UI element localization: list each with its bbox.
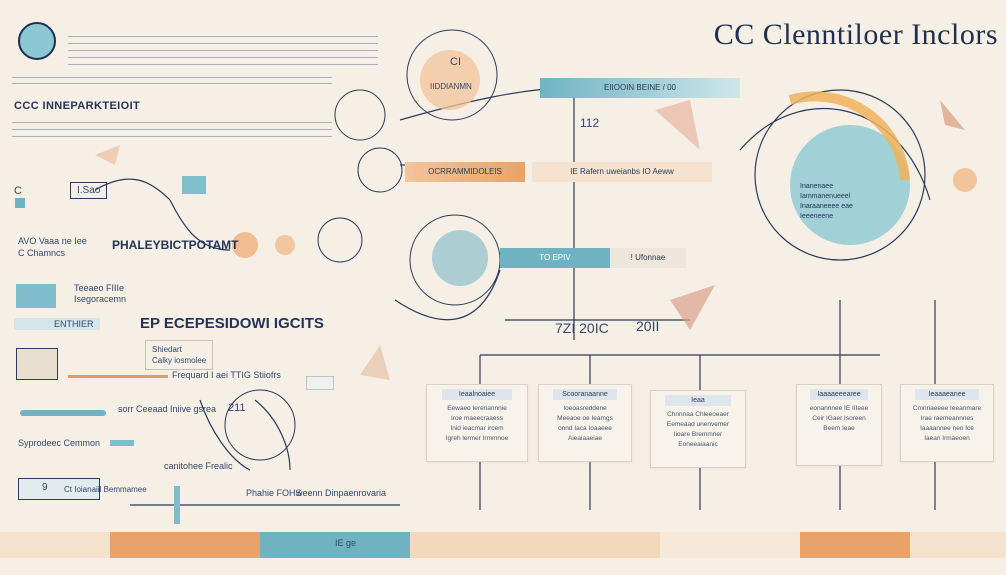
heading-text-block: [12, 116, 332, 140]
circle-left-mid: [317, 217, 363, 263]
label-phaley: PHALEYBICTPOTAMT: [112, 238, 239, 252]
intro-text-block-2: [12, 72, 332, 84]
timeline-seg-4: [410, 532, 660, 558]
bar-mid-left: OCRRAMMIDOLEIS: [405, 162, 525, 182]
timeline-seg-7: [910, 532, 1006, 558]
card-3-head: Ieaa: [665, 395, 731, 406]
globe-fill: [790, 125, 910, 245]
bubble-top-label: CI: [450, 56, 461, 68]
shape-triangle-2: [670, 285, 715, 330]
globe-orange-arc: [788, 91, 910, 181]
card-3: Ieaa Chnnnaa Chleeoeaer Eemeaad unenveme…: [650, 390, 746, 468]
card-5: Ieaaaeanee Cmnriaeeee Ieeanmare Irae rae…: [900, 384, 994, 462]
shape-triangle-4: [360, 345, 390, 380]
card-1-head: Ieaalnoaiee: [442, 389, 512, 400]
curve-left-1: [94, 178, 171, 201]
blob-right: [953, 168, 977, 192]
globe-text: Inanenaee Iammanenueeel Inaraaneeee eae …: [800, 183, 853, 220]
bubble-top-sub: IIDDIANMN: [430, 82, 472, 91]
card-5-body: Cmnriaeeee Ieeanmare Irae raemeannnes Ia…: [912, 405, 982, 442]
bar-mid-right: IE Rafern uweianbs IO Aeww: [532, 162, 712, 182]
shape-triangle-3: [940, 100, 965, 130]
shape-triangle-5: [95, 145, 120, 165]
card-2-head: Scooranaanne: [552, 389, 618, 400]
label-contohee: canitohee Frealic: [164, 461, 233, 471]
label-entitler: ENTHIER: [14, 318, 100, 330]
card-4-head: Iaaaaeeearee: [809, 389, 869, 400]
card-1: Ieaalnoaiee Eewaeo Iereriannnie Iroe mae…: [426, 384, 528, 462]
timeline-seg-1: [0, 532, 110, 558]
arrow-orange: [68, 375, 168, 378]
label-ct: Ct Ioianaiil Bemmamee: [64, 485, 147, 494]
arrow-teal: [20, 410, 106, 416]
bar-low-left: TO EPIV: [500, 248, 610, 268]
card-4: Iaaaaeeearee eonannnee IE IIIeee Ceir IG…: [796, 384, 882, 466]
timeline-seg-6: [800, 532, 910, 558]
logo-icon: [18, 22, 56, 60]
curve-low: [394, 269, 501, 321]
label-chance: C Chamncs: [18, 248, 66, 258]
bar-low-right: ! Ufonnae: [610, 248, 686, 268]
curve-left-2: [169, 199, 231, 251]
left-heading: CCC INNEPARKTEIOIT: [14, 100, 141, 112]
card-4-body: eonannnee IE IIIeee Ceir IGaer Isoreen B…: [809, 405, 869, 432]
curve-left-4: [254, 399, 291, 471]
card-2: Scooranaanne Ioeoasreddene Meeaoe oe Iea…: [538, 384, 632, 462]
timeline-label-b: 20II: [636, 318, 660, 334]
doc-tile: [16, 348, 58, 380]
teal-tag: [182, 176, 206, 194]
label-c: C: [14, 185, 22, 197]
card-1-body: Eewaeo Iereriannnie Iroe maeecraaess Ini…: [445, 405, 509, 442]
label-wenn: weenn Dinpaenrovaria: [296, 488, 387, 498]
curve-globe: [739, 107, 931, 201]
label-112: 112: [580, 116, 600, 130]
timeline-label: 7ZI 20IC: [555, 320, 609, 336]
timeline-seg-2: [110, 532, 260, 558]
teal-box-1: [15, 198, 25, 208]
label-ep: EP ECEPESIDOWI IGCITS: [140, 315, 324, 332]
card-3-body: Chnnnaa Chleeoeaer Eemeaad unenvemer Iio…: [666, 411, 730, 448]
label-frequard: Frequard I aei TTIG Stiiofrs: [172, 370, 281, 380]
blob-top: [420, 50, 480, 110]
teal-slider: [110, 440, 134, 446]
box-9: [18, 478, 100, 500]
globe-ring: [754, 89, 926, 261]
blob-phaley: [232, 232, 258, 258]
intro-text-block: [68, 30, 378, 70]
shape-triangle-1: [655, 100, 700, 150]
label-shiedart: Shiedart Calky iosmolee: [145, 340, 214, 370]
small-box: [306, 376, 334, 390]
label-report: Teeaeo FIIIe Isegoracemn: [74, 283, 127, 304]
image-tile: [16, 284, 56, 308]
page-title: CC Clenntiloer Inclors: [713, 18, 998, 51]
timeline-seg-5: [660, 532, 800, 558]
circle-small-a: [334, 89, 386, 141]
blob-phaley-2: [275, 235, 295, 255]
label-phahie: Phahie FOHS: [246, 488, 302, 498]
blob-center: [432, 230, 488, 286]
timeline-seg-3: [260, 532, 410, 558]
bar-top: EIIOOIN BEINE / 00: [540, 78, 740, 98]
label-sor-num: 211: [228, 402, 246, 414]
curve-left-3: [199, 399, 251, 471]
circle-bottom-left: [224, 389, 296, 461]
teal-stick: [174, 486, 180, 524]
circle-small-b: [357, 147, 403, 193]
label-isao: I.Sao: [70, 182, 108, 199]
circle-top: [406, 29, 498, 121]
label-avo: AVO Vaaa ne Iee: [18, 236, 87, 246]
label-syprod: Syprodeec Cemmon: [18, 438, 101, 448]
label-sor: sorr Ceeaad Iniive gsrea: [118, 404, 217, 414]
timeline-mid-label: IE ge: [335, 538, 357, 548]
card-2-body: Ioeoasreddene Meeaoe oe Ieamgs onnd Iaca…: [557, 405, 613, 442]
label-num9: 9: [42, 482, 48, 493]
card-5-head: Ieaaaeanee: [914, 389, 980, 400]
